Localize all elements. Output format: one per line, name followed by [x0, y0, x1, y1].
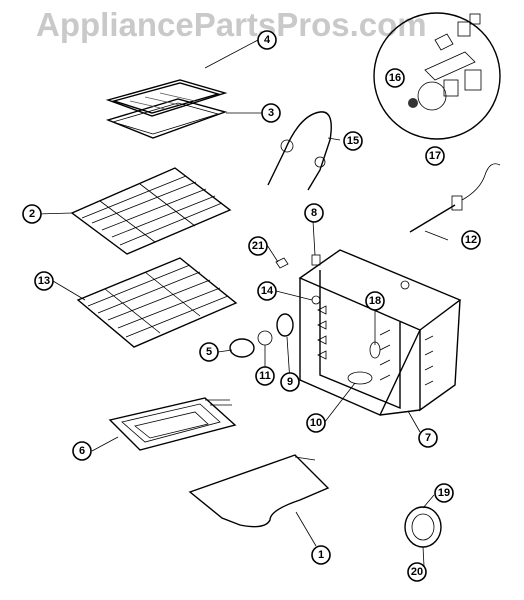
oven-light-assembly [229, 313, 294, 358]
watermark-text: AppliancePartsPros.com [36, 6, 427, 43]
broil-element [108, 397, 237, 451]
callout-8[interactable]: 8 [304, 203, 324, 223]
callout-14-label: 14 [261, 285, 274, 297]
callout-20[interactable]: 20 [407, 562, 427, 582]
callout-5[interactable]: 5 [199, 342, 219, 362]
callout-11[interactable]: 11 [255, 366, 275, 386]
callout-7[interactable]: 7 [418, 428, 438, 448]
oven-rack-upper [70, 167, 232, 255]
oven-sensor [409, 163, 501, 233]
callout-13[interactable]: 13 [34, 271, 54, 291]
light-lens [404, 506, 442, 548]
callout-17[interactable]: 17 [425, 146, 445, 166]
callout-7-label: 7 [425, 432, 431, 444]
callout-1-label: 1 [318, 549, 324, 561]
thermostat-probe [267, 111, 332, 191]
broil-pan-assembly [105, 79, 228, 139]
bracket-part [311, 254, 321, 266]
callout-9-label: 9 [287, 376, 293, 388]
callout-2-label: 2 [29, 208, 35, 220]
callout-8-label: 8 [311, 207, 317, 219]
callout-18-label: 18 [369, 295, 381, 307]
callout-16-label: 16 [389, 72, 401, 84]
callout-15-label: 15 [347, 135, 359, 147]
callout-4-label: 4 [264, 34, 271, 46]
callout-12-label: 12 [465, 234, 477, 246]
callout-21[interactable]: 21 [248, 236, 268, 256]
callout-14[interactable]: 14 [257, 281, 277, 301]
callout-17-label: 17 [429, 150, 441, 162]
callout-11-label: 11 [259, 370, 271, 382]
callout-18[interactable]: 18 [365, 291, 385, 311]
callout-3-label: 3 [268, 107, 274, 119]
callout-2[interactable]: 2 [22, 204, 42, 224]
callout-3[interactable]: 3 [261, 103, 281, 123]
bake-element [188, 454, 330, 528]
clip-part [275, 257, 289, 269]
callout-5-label: 5 [206, 346, 212, 358]
callout-1[interactable]: 1 [311, 545, 331, 565]
oven-cavity [298, 249, 462, 416]
callout-6-label: 6 [79, 445, 85, 457]
inset-detail-circle [373, 12, 501, 140]
callout-21-label: 21 [252, 240, 264, 252]
callout-19[interactable]: 19 [434, 483, 454, 503]
callout-4[interactable]: 4 [257, 30, 277, 50]
callout-13-label: 13 [38, 275, 50, 287]
callout-15[interactable]: 15 [343, 131, 363, 151]
callout-10-label: 10 [310, 417, 322, 429]
leader-lines [36, 39, 449, 567]
callout-19-label: 19 [438, 487, 450, 499]
oven-rack-lower [76, 257, 238, 348]
callout-20-label: 20 [411, 566, 423, 578]
callout-10[interactable]: 10 [306, 413, 326, 433]
callout-9[interactable]: 9 [280, 372, 300, 392]
callout-6[interactable]: 6 [72, 441, 92, 461]
callout-16[interactable]: 16 [385, 68, 405, 88]
callout-12[interactable]: 12 [461, 230, 481, 250]
